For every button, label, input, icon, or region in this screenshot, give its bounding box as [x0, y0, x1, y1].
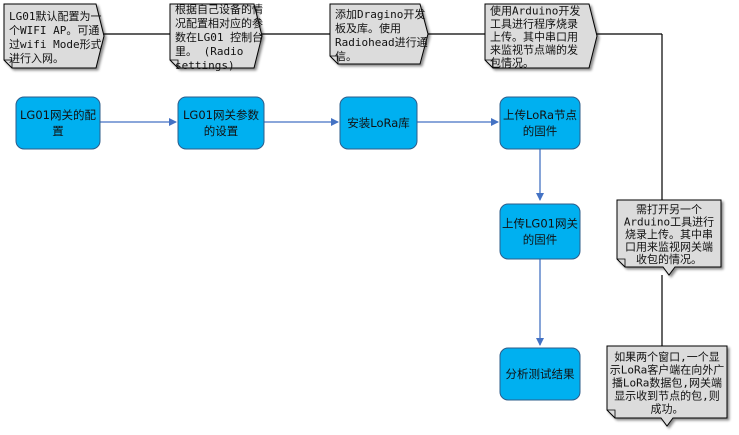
note-5-line-5: 收包的情况。	[636, 252, 702, 266]
step-upload-node-fw-label-line-2: 的固件	[523, 124, 558, 138]
note-6: 如果两个窗口,一个显示LoRa客户端在向外广播LoRa数据包,网关端显示收到节点…	[606, 345, 728, 427]
note-3-line-1: 添加Dragino开发	[335, 7, 425, 21]
note-1-line-2: 个WIFI AP。可通	[9, 24, 99, 37]
step-upload-gateway-fw-shape	[499, 203, 581, 260]
note-2-fold	[170, 59, 179, 68]
note-2-line-5: settings)	[175, 59, 235, 72]
note-6-line-2: 示LoRa客户端在向外广	[610, 363, 725, 377]
step-install-lora-shape	[339, 96, 418, 150]
note-1-line-1: LG01默认配置为一	[9, 10, 102, 23]
note-5-line-2: Arduino工具进行	[624, 215, 714, 228]
step-install-lora-box: 安装LoRa库	[339, 96, 418, 150]
note-6-line-3: 播LoRa数据包,网关端	[612, 376, 722, 390]
step-gateway-params-label-line-1: LG01网关参数	[183, 108, 259, 122]
step-gateway-config-label-line-2: 置	[52, 124, 64, 138]
note-4-fold	[485, 59, 494, 68]
step-gateway-config-shape	[15, 96, 101, 150]
note-5-line-1: 需打开另一个	[636, 202, 702, 216]
step-upload-node-fw-shape	[499, 96, 581, 150]
note-3-fold	[330, 55, 339, 64]
note-2-line-4: 里。 (Radio	[175, 45, 243, 58]
note-5-line-4: 口用来监视网关端	[625, 239, 713, 253]
note-2-line-3: 数在LG01 控制台	[175, 30, 263, 44]
note-3-line-4: 信。	[335, 50, 357, 63]
step-analyze-results-shape	[499, 347, 581, 401]
step-analyze-results-box: 分析测试结果	[499, 347, 581, 401]
note-6-line-1: 如果两个窗口,一个显	[614, 350, 720, 364]
step-gateway-config-label-line-1: LG01网关的配	[20, 108, 96, 122]
note-6-line-5: 成功。	[651, 403, 684, 416]
note-6-shape	[606, 345, 728, 427]
note-6-line-4: 显示收到节点的包,则	[614, 389, 720, 403]
note-4-line-2: 工具进行程序烧录	[490, 17, 578, 31]
note-5-line-3: 烧录上传。其中串	[625, 228, 713, 241]
step-upload-gateway-fw-label-line-2: 的固件	[523, 233, 558, 247]
step-analyze-results-label-line-1: 分析测试结果	[506, 367, 575, 381]
step-upload-node-fw-label-line-1: 上传LoRa节点	[503, 108, 577, 122]
step-gateway-params-shape	[177, 96, 265, 150]
process-steps: LG01网关的配置LG01网关参数的设置安装LoRa库上传LoRa节点的固件上传…	[15, 96, 581, 401]
note-6-fold	[607, 409, 616, 418]
note-4-line-3: 上传。其中串口用	[490, 31, 578, 44]
step-upload-gateway-fw-label-line-1: 上传LG01网关	[502, 217, 578, 231]
note-5-shape	[616, 199, 722, 276]
note-1-fold	[4, 59, 13, 68]
note-4-line-5: 包情况。	[490, 57, 534, 70]
step-install-lora-label-line-1: 安装LoRa库	[347, 116, 410, 130]
note-3-line-3: Radiohead进行通	[335, 36, 428, 49]
note-5-fold	[617, 258, 626, 267]
note-timeline	[104, 33, 663, 346]
note-1-line-4: 进行入网。	[9, 52, 64, 65]
note-1-line-3: 过wifi Mode形式	[9, 38, 102, 51]
note-2-line-1: 根据自己设备的情	[175, 2, 263, 16]
process-connectors	[100, 118, 544, 346]
note-3-line-2: 板及库。使用	[335, 21, 401, 35]
note-4-line-4: 来监视节点端的发	[490, 43, 578, 57]
note-4-line-1: 使用Arduino开发	[490, 4, 580, 18]
note-2-line-2: 况配置相对应的参	[175, 16, 263, 30]
step-gateway-params-label-line-2: 的设置	[204, 124, 239, 138]
